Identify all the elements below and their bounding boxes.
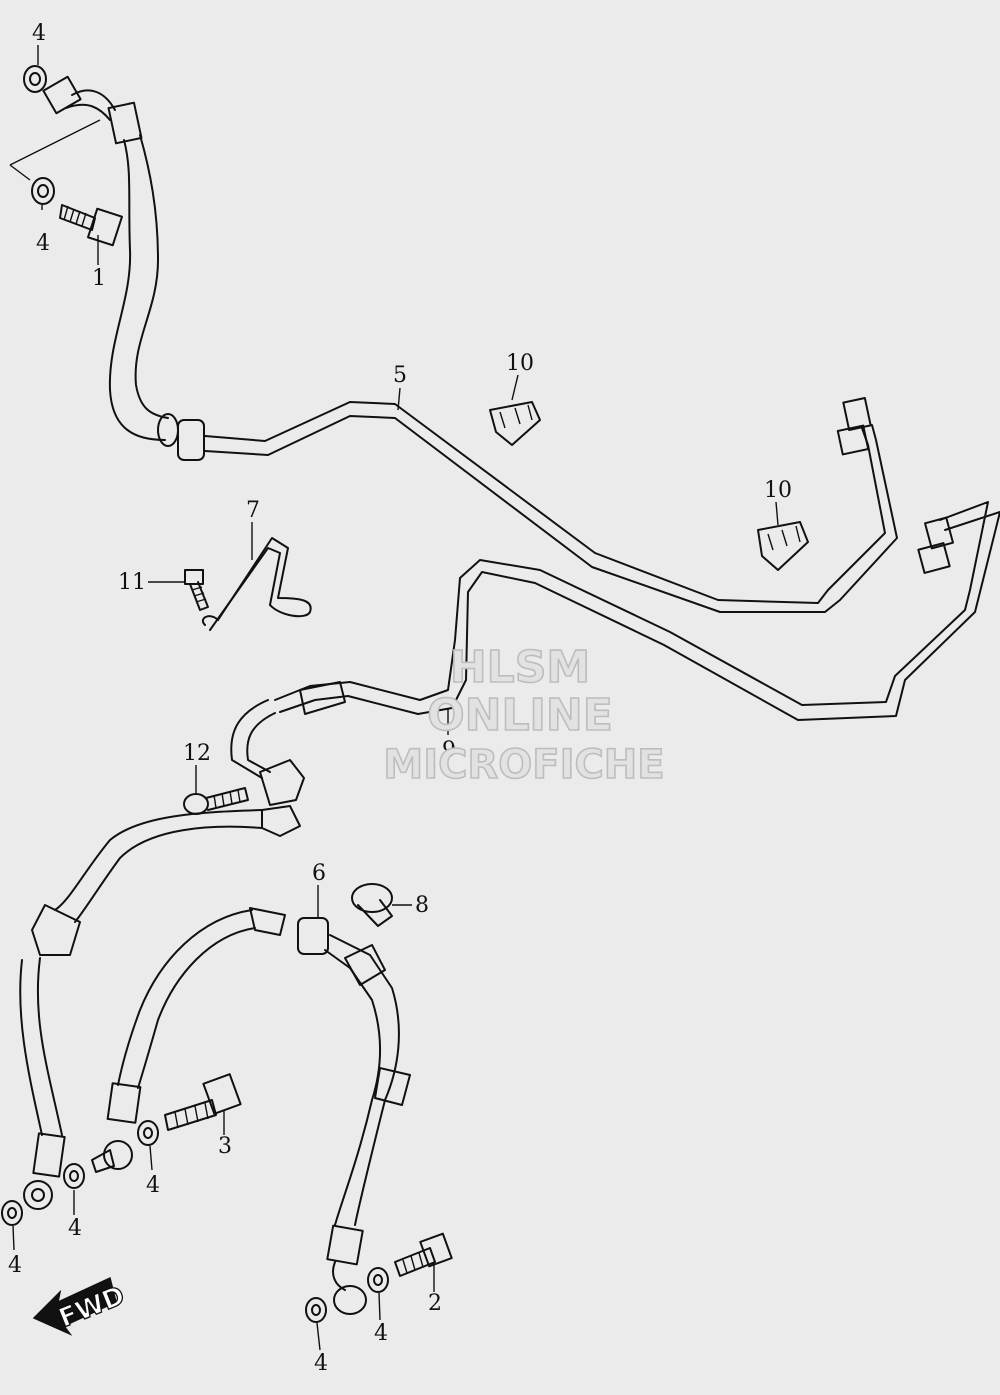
callout-9: 9 xyxy=(442,738,456,763)
callout-8: 8 xyxy=(415,893,429,918)
callout-1: 1 xyxy=(92,266,106,291)
callout-4-mid: 4 xyxy=(146,1173,160,1198)
callout-10-a: 10 xyxy=(506,351,534,376)
watermark-line-1: HLSM xyxy=(450,642,590,693)
forward-direction-arrow: FWD xyxy=(32,1276,130,1336)
lower-right-hose xyxy=(91,907,411,1323)
callout-4-bottom: 4 xyxy=(314,1351,328,1376)
callout-5: 5 xyxy=(393,363,407,388)
callout-4-upper: 4 xyxy=(36,231,50,256)
callout-6: 6 xyxy=(312,861,326,886)
callout-7: 7 xyxy=(246,498,260,523)
callout-4-bottomleft: 4 xyxy=(8,1253,22,1278)
union-bolt-2 xyxy=(394,1232,453,1277)
union-bolt-1 xyxy=(59,204,123,247)
callout-4-left: 4 xyxy=(68,1216,82,1241)
hose-clamp-10a xyxy=(489,401,541,446)
bolt-11 xyxy=(184,569,209,611)
watermark-line-2: ONLINE xyxy=(427,690,613,741)
middle-brake-line xyxy=(230,501,1000,806)
callout-10-b: 10 xyxy=(764,478,792,503)
hose-clamp-10b xyxy=(757,521,809,571)
callout-4-top: 4 xyxy=(32,21,46,46)
bracket-7 xyxy=(201,537,312,631)
callout-12: 12 xyxy=(183,741,211,766)
watermark: HLSM ONLINE MICROFICHE xyxy=(383,641,666,789)
upper-brake-hose xyxy=(65,89,898,613)
leader-lines xyxy=(12,45,779,1351)
union-bolt-3 xyxy=(164,1073,242,1131)
callout-11: 11 xyxy=(118,570,146,595)
lower-left-hose xyxy=(1,805,301,1226)
callout-2: 2 xyxy=(428,1291,442,1316)
banjo-fitting-top xyxy=(9,65,101,205)
callout-4-bottom-r: 4 xyxy=(374,1321,388,1346)
callout-numbers: 4 4 1 5 10 10 7 11 12 9 6 8 3 4 4 4 2 4 … xyxy=(8,21,792,1376)
callout-3: 3 xyxy=(218,1134,232,1159)
watermark-line-3: MICROFICHE xyxy=(383,742,664,788)
clamp-8 xyxy=(351,883,393,927)
